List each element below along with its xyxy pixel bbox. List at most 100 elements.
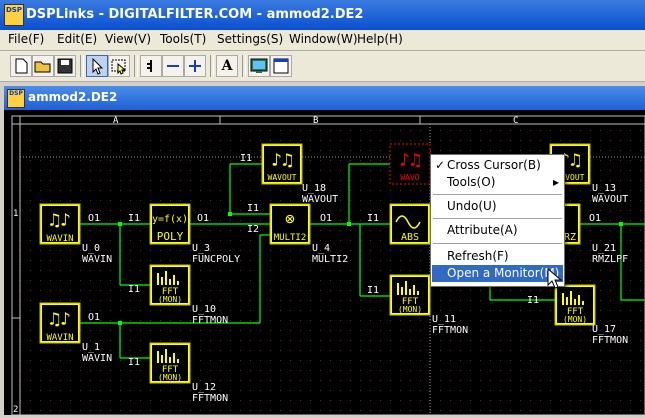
- spectrum-icon: [397, 281, 419, 295]
- minus-tool-icon[interactable]: [162, 55, 184, 77]
- menu-view[interactable]: View(V): [105, 32, 152, 46]
- block-sublabel: (MON): [398, 305, 422, 314]
- check-icon: ✓: [435, 158, 446, 172]
- menu-edit[interactable]: Edit(E): [57, 32, 98, 46]
- block-wavin-u0[interactable]: ♫♪ WAVIN: [39, 203, 81, 245]
- menu-item-open-monitor[interactable]: Open a Monitor(M): [432, 265, 563, 282]
- block-wavout-u18[interactable]: ♪♫ WAVOUT: [261, 143, 303, 185]
- text-tool-icon[interactable]: A: [216, 55, 238, 77]
- window-icon[interactable]: [270, 55, 292, 77]
- menu-settings[interactable]: Settings(S): [217, 32, 284, 46]
- document-icon: DSP: [7, 89, 25, 108]
- spectrum-icon: [157, 271, 179, 285]
- block-label: MULTI2: [274, 233, 307, 243]
- svg-text:O1: O1: [320, 213, 332, 224]
- block-sublabel: (MON): [563, 315, 587, 324]
- menu-file[interactable]: File(F): [8, 32, 45, 46]
- document-title: ammod2.DE2: [28, 90, 118, 104]
- block-label: ABS: [401, 232, 419, 243]
- block-name-u1: U_1: [82, 342, 100, 353]
- menu-separator: [433, 194, 562, 195]
- block-poly-u3[interactable]: y=f(x) POLY: [149, 203, 191, 245]
- block-name-u3: U_3: [192, 243, 210, 254]
- block-name-u17: U_17: [592, 324, 616, 335]
- block-fft-u11[interactable]: FFT (MON): [389, 274, 431, 316]
- menu-item-attribute[interactable]: Attribute(A): [432, 222, 563, 239]
- svg-text:I1: I1: [367, 213, 379, 224]
- toolbar-separator: [242, 55, 246, 77]
- svg-text:I2: I2: [247, 224, 259, 235]
- menu-window[interactable]: Window(W): [289, 32, 358, 46]
- menu-item-cross-cursor[interactable]: ✓ Cross Cursor(B): [432, 157, 563, 174]
- document-title-bar: DSP ammod2.DE2: [4, 86, 645, 110]
- svg-text:O1: O1: [197, 213, 209, 224]
- spectrum-icon: [562, 291, 584, 305]
- block-func-u3: FUNCPOLY: [192, 254, 240, 265]
- svg-text:I1: I1: [128, 284, 140, 295]
- block-name-u10: U_10: [192, 304, 216, 315]
- new-file-icon[interactable]: [10, 55, 32, 77]
- block-func-u1: WAVIN: [82, 353, 112, 364]
- menu-item-refresh[interactable]: Refresh(F): [432, 248, 563, 265]
- save-icon[interactable]: [54, 55, 76, 77]
- note-icon: ♪♫: [271, 150, 293, 171]
- block-label: WAVO: [400, 173, 419, 182]
- block-multi2-u4[interactable]: ⊗ MULTI2: [269, 203, 311, 245]
- svg-text:I1: I1: [247, 203, 259, 214]
- plus-tool-icon[interactable]: [184, 55, 206, 77]
- open-folder-icon[interactable]: [32, 55, 54, 77]
- note-icon: ♫♪: [49, 210, 71, 231]
- wires: [80, 163, 645, 359]
- multiply-icon: ⊗: [285, 209, 295, 228]
- menu-item-label: Cross Cursor(B): [447, 158, 541, 172]
- waveform-icon: [395, 215, 421, 229]
- port-labels: O1 I1 I1 O1 I1 I1 I2 O1 I1 O1 I1 I1 I1 O…: [88, 153, 601, 368]
- block-func-u12: FFTMON: [192, 393, 228, 404]
- block-name-u0: U_0: [82, 243, 100, 254]
- app-title-bar: DSP DSPLinks - DIGITALFILTER.COM - ammod…: [0, 0, 645, 30]
- note-icon: ♪♫: [399, 150, 421, 171]
- block-fft-u17[interactable]: FFT (MON): [554, 284, 596, 326]
- menu-tools[interactable]: Tools(T): [160, 32, 207, 46]
- function-glyph: y=f(x): [152, 214, 188, 225]
- block-wavin-u1[interactable]: ♫♪ WAVIN: [39, 302, 81, 344]
- block-label: FFT: [162, 287, 179, 297]
- menu-item-label: Tools(O): [447, 175, 496, 189]
- block-label: FFT: [162, 365, 179, 375]
- block-label: WAVOUT: [556, 173, 585, 182]
- zone-label-2: 2: [13, 405, 18, 415]
- zone-label-1: 1: [13, 209, 18, 219]
- dsplinks-app-icon: DSP: [4, 4, 24, 26]
- zone-label-a: A: [113, 116, 119, 126]
- menu-item-tools[interactable]: Tools(O) ▸: [432, 174, 563, 191]
- menu-separator: [433, 218, 562, 219]
- block-sublabel: (MON): [158, 295, 182, 304]
- svg-text:O1: O1: [88, 213, 100, 224]
- window-title: DSPLinks - DIGITALFILTER.COM - ammod2.DE…: [26, 7, 364, 22]
- wire-tool-icon[interactable]: [140, 55, 162, 77]
- context-menu: ✓ Cross Cursor(B) Tools(O) ▸ Undo(U) Att…: [430, 154, 565, 287]
- svg-text:O1: O1: [88, 312, 100, 323]
- menu-help[interactable]: Help(H): [357, 32, 403, 46]
- block-wavout-selected[interactable]: ♪♫ WAVO: [389, 143, 431, 185]
- block-fft-u10[interactable]: FFT (MON): [149, 264, 191, 306]
- block-fft-u12[interactable]: FFT (MON): [149, 342, 191, 384]
- menu-bar: File(F) Edit(E) View(V) Tools(T) Setting…: [0, 30, 645, 51]
- menu-item-undo[interactable]: Undo(U): [432, 198, 563, 215]
- block-label: WAVIN: [46, 234, 73, 244]
- svg-text:I1: I1: [240, 153, 252, 164]
- block-abs[interactable]: ABS: [389, 203, 431, 245]
- block-label: FFT: [402, 297, 419, 307]
- spectrum-icon: [157, 349, 179, 363]
- block-name-u11: U_11: [432, 314, 456, 325]
- block-func-u13: WAVOUT: [592, 194, 628, 205]
- block-func-u0: WAVIN: [82, 254, 112, 265]
- menu-item-label: Refresh(F): [447, 249, 509, 263]
- block-func-u18: WAVOUT: [302, 194, 338, 205]
- block-func-u17: FFTMON: [592, 335, 628, 346]
- pointer-icon[interactable]: [86, 55, 108, 77]
- monitor-icon[interactable]: [248, 55, 270, 77]
- select-tool-icon[interactable]: [108, 55, 130, 77]
- zone-label-c: C: [513, 116, 518, 126]
- toolbar-separator: [134, 55, 138, 77]
